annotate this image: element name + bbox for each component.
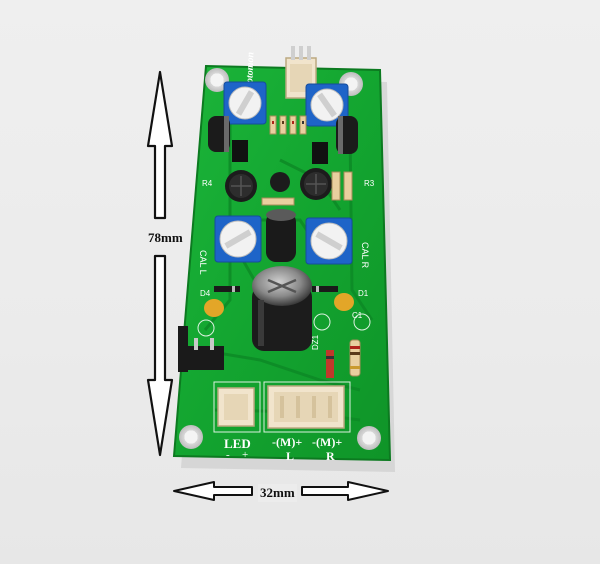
r4-label: R4 [202,179,213,188]
trimmer-cal-l[interactable] [214,215,262,263]
height-arrow [146,70,174,457]
cal-r-label: CAL R [360,242,370,269]
resistor-mid [261,171,353,206]
capacitor-top-left [208,116,230,152]
diode [214,286,338,378]
motor-right-terminals: -(M)+ [312,435,342,449]
trimmer-top-right[interactable] [305,83,349,127]
d1-label: D1 [358,289,369,298]
capacitor-large [252,266,312,351]
dz1-label: DZ1 [311,334,320,350]
capacitor-top-right [336,116,358,154]
mounting-hole [179,68,381,450]
trimmer-cal-r[interactable] [305,217,353,265]
width-arrow [173,481,389,501]
cal-l-label: CAL L [198,250,208,275]
jumper-header[interactable] [178,326,224,372]
resistor-right [349,339,361,377]
ceramic-capacitor [204,293,354,317]
width-dimension-label: 32mm [258,484,297,502]
led-connector[interactable] [217,387,255,427]
led-plus-label: + [242,449,248,461]
led-label: LED [224,436,251,451]
right-motor-label: R [326,449,335,463]
d4-label: D4 [200,289,211,298]
trimmer-top-left[interactable] [223,81,267,125]
pcb-board: Motomon [172,46,392,463]
led-minus-label: - [226,449,230,461]
motor-left-terminals: -(M)+ [272,435,302,449]
capacitor-mid [225,168,332,202]
silk-outlines [197,313,371,433]
resistor-array-top [269,115,307,135]
left-motor-label: L [286,449,294,463]
height-dimension-label: 78mm [146,228,185,248]
capacitor-center [266,209,296,262]
motor-connector[interactable] [267,385,345,429]
r3-label: R3 [364,179,375,188]
transistor [232,140,328,164]
